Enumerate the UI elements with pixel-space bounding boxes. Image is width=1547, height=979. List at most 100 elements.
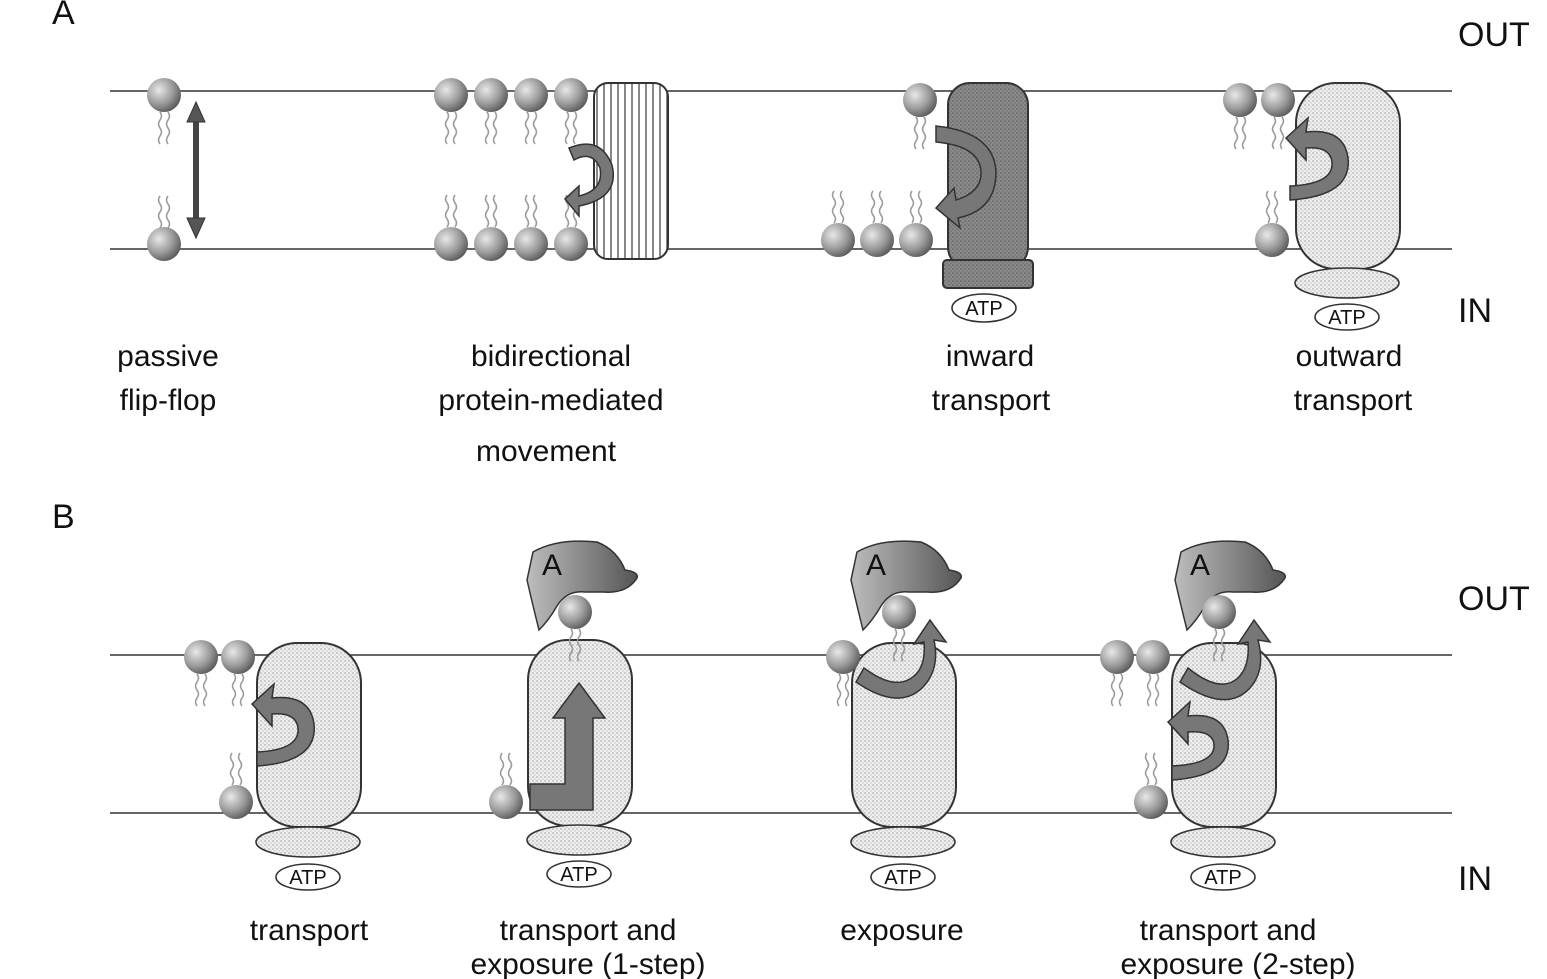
lipid-group xyxy=(558,595,592,662)
atp-label: ATP xyxy=(289,867,326,889)
lipid-tail xyxy=(913,116,927,150)
caption-line: transport xyxy=(932,384,1051,417)
lipid-head xyxy=(474,78,508,112)
caption-passive-flip-flop: passive flip-flop xyxy=(117,340,219,417)
caption-transport-exposure-2-step: transport and exposure (2-step) xyxy=(1120,914,1355,979)
panel-b-out-label: OUT xyxy=(1458,580,1530,618)
nucleotide-binding-domain xyxy=(850,826,956,858)
lipid-tail xyxy=(1146,673,1160,707)
lipid-group xyxy=(882,595,916,662)
caption-line: outward xyxy=(1296,340,1403,373)
annexin-shape xyxy=(850,540,962,632)
nucleotide-binding-domain xyxy=(526,824,632,856)
lipid-head xyxy=(826,640,860,674)
atp-label: ATP xyxy=(965,298,1002,320)
lipid-group xyxy=(826,640,860,707)
lipid-head xyxy=(474,227,508,261)
atp-oval xyxy=(546,860,612,888)
lipid-head xyxy=(1202,595,1236,629)
lipid-head xyxy=(147,227,181,261)
lipid-tail xyxy=(229,752,243,786)
atp-oval xyxy=(870,863,936,891)
atp-label: ATP xyxy=(560,864,597,886)
lipid-tail xyxy=(444,194,458,228)
lipid-head xyxy=(219,785,253,819)
lipid-group xyxy=(489,752,523,819)
lipid-head xyxy=(1136,640,1170,674)
lipid-group xyxy=(434,194,588,261)
lipid-head xyxy=(558,595,592,629)
outward-transport-scene: ATP xyxy=(1223,82,1401,331)
lipid-group xyxy=(184,640,255,707)
outward-arrow-icon xyxy=(250,682,315,767)
caption-bidirectional: bidirectional protein-mediated movement xyxy=(438,340,663,468)
lipid-tail xyxy=(870,190,884,224)
lipid-group xyxy=(219,752,253,819)
lipid-tail xyxy=(892,628,906,662)
exposure-scene: ATP A xyxy=(826,540,962,891)
lipid-group xyxy=(1202,595,1236,662)
lipid-tail xyxy=(1144,752,1158,786)
caption-line: protein-mediated xyxy=(438,384,663,417)
lipid-head xyxy=(1223,83,1257,117)
transport-exposure-one-step-scene: ATP A xyxy=(489,540,638,888)
lipid-tail xyxy=(194,673,208,707)
annexin-label: A xyxy=(1190,549,1210,582)
lipid-tail xyxy=(524,194,538,228)
lipid-tail xyxy=(564,111,578,145)
caption-line: flip-flop xyxy=(120,384,217,417)
nucleotide-binding-domain xyxy=(1294,267,1400,299)
lipid-tail xyxy=(499,752,513,786)
lipid-tail xyxy=(909,190,923,224)
curved-bidirectional-arrow-icon xyxy=(563,143,614,219)
atp-label: ATP xyxy=(884,867,921,889)
caption-line: exposure (2-step) xyxy=(1120,948,1355,979)
annexin-label: A xyxy=(542,549,562,582)
lipid-tail xyxy=(568,628,582,662)
lipid-head xyxy=(434,227,468,261)
caption-line: inward xyxy=(946,340,1034,373)
atp-label: ATP xyxy=(1204,867,1241,889)
lipid-head xyxy=(514,78,548,112)
lipid-tail xyxy=(1110,673,1124,707)
lipid-head xyxy=(554,78,588,112)
atp-oval xyxy=(275,863,341,891)
annexin-shape xyxy=(526,540,638,632)
caption-line: transport xyxy=(250,914,369,947)
atp-oval xyxy=(1314,303,1380,331)
lipid-tail xyxy=(157,111,171,145)
panel-a-in-label: IN xyxy=(1458,292,1492,330)
lipid-head xyxy=(882,595,916,629)
lipid-tail xyxy=(157,195,171,229)
atp-oval xyxy=(951,293,1017,323)
lipid-tail xyxy=(484,194,498,228)
inward-arrow-icon xyxy=(934,125,997,230)
exposure-arrow-icon xyxy=(855,618,948,699)
caption-exposure: exposure xyxy=(840,914,963,947)
lipid-tail xyxy=(1271,116,1285,150)
lipid-head xyxy=(489,785,523,819)
lipid-group xyxy=(1100,640,1170,707)
lipid-head xyxy=(147,78,181,112)
lipid-head xyxy=(434,78,468,112)
lipid-head xyxy=(1261,83,1295,117)
panel-b-letter: B xyxy=(52,498,75,536)
caption-outward-transport: outward transport xyxy=(1294,340,1413,417)
lipid-tail xyxy=(1212,628,1226,662)
caption-transport-exposure-1-step: transport and exposure (1-step) xyxy=(470,914,705,979)
lipid-head xyxy=(221,640,255,674)
transport-arrow-icon xyxy=(1166,700,1229,781)
nucleotide-binding-domain xyxy=(255,826,361,858)
floppase-protein xyxy=(1295,82,1401,270)
annexin-protein xyxy=(850,540,962,632)
caption-line: passive xyxy=(117,340,219,373)
lipid-head xyxy=(1100,640,1134,674)
lipid-head xyxy=(860,223,894,257)
lipid-tail xyxy=(1265,190,1279,224)
panel-b-in-label: IN xyxy=(1458,860,1492,898)
lipid-tail xyxy=(1233,116,1247,150)
caption-line: exposure (1-step) xyxy=(470,948,705,979)
bidirectional-scene xyxy=(434,78,669,261)
lipid-tail xyxy=(231,673,245,707)
annexin-label: A xyxy=(866,549,886,582)
